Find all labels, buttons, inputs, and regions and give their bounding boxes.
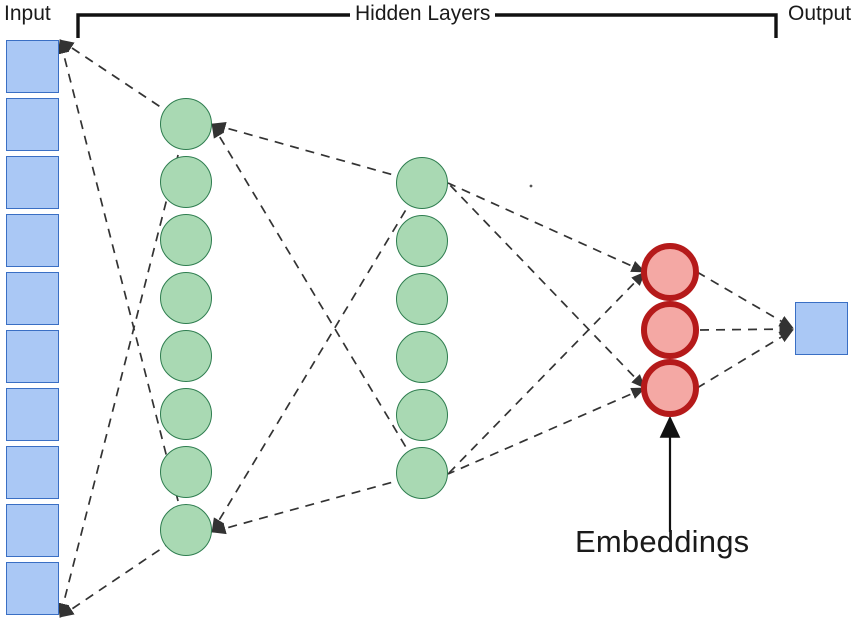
input-node-6[interactable] [6,330,59,383]
hidden-2-node-1[interactable] [396,157,448,209]
output-label: Output [788,2,852,25]
output-node-1[interactable] [795,302,848,355]
hidden-layers-label: Hidden Layers [350,2,496,26]
embeddings-node-2[interactable] [641,301,699,359]
hidden-2-node-2[interactable] [396,215,448,267]
hidden-1-node-2[interactable] [160,156,212,208]
input-node-8[interactable] [6,446,59,499]
hidden-1-node-6[interactable] [160,388,212,440]
hidden-2-node-3[interactable] [396,273,448,325]
input-node-4[interactable] [6,214,59,267]
embeddings-node-3[interactable] [641,359,699,417]
input-node-5[interactable] [6,272,59,325]
hidden-1-node-1[interactable] [160,98,212,150]
edge-input-bottom-to-hidden1-top [57,123,187,618]
input-node-1[interactable] [6,40,59,93]
input-label: Input [4,2,51,25]
edge-hidden2-bottom-to-emb-bottom [447,387,646,475]
embeddings-node-1[interactable] [641,243,699,301]
edge-hidden1-top-to-hidden2-top [211,121,423,184]
edge-group [57,39,794,618]
edge-hidden2-top-to-emb-top [447,182,646,273]
hidden-1-node-5[interactable] [160,330,212,382]
hidden-1-node-8[interactable] [160,504,212,556]
edge-emb-top-to-output [696,271,794,329]
input-node-9[interactable] [6,504,59,557]
edge-hidden2-top-to-emb-bottom [447,182,646,389]
edge-hidden1-top-to-hidden2-bottom [211,123,423,475]
input-node-2[interactable] [6,98,59,151]
hidden-1-node-4[interactable] [160,272,212,324]
hidden-1-node-7[interactable] [160,446,212,498]
input-node-7[interactable] [6,388,59,441]
edge-hidden2-bottom-to-emb-top [447,271,646,475]
stray-dot [529,184,533,188]
edge-emb-mid-to-output [699,323,794,336]
edge-input-top-to-hidden1-bottom [57,39,187,533]
edge-emb-bottom-to-output [696,329,794,389]
hidden-2-node-6[interactable] [396,447,448,499]
hidden-2-node-4[interactable] [396,331,448,383]
edge-hidden1-bottom-to-hidden2-top [211,182,423,533]
edge-hidden1-bottom-to-hidden2-bottom [211,473,423,535]
input-node-3[interactable] [6,156,59,209]
hidden-1-node-3[interactable] [160,214,212,266]
input-node-10[interactable] [6,562,59,615]
embeddings-label: Embeddings [575,524,750,559]
hidden-2-node-5[interactable] [396,389,448,441]
